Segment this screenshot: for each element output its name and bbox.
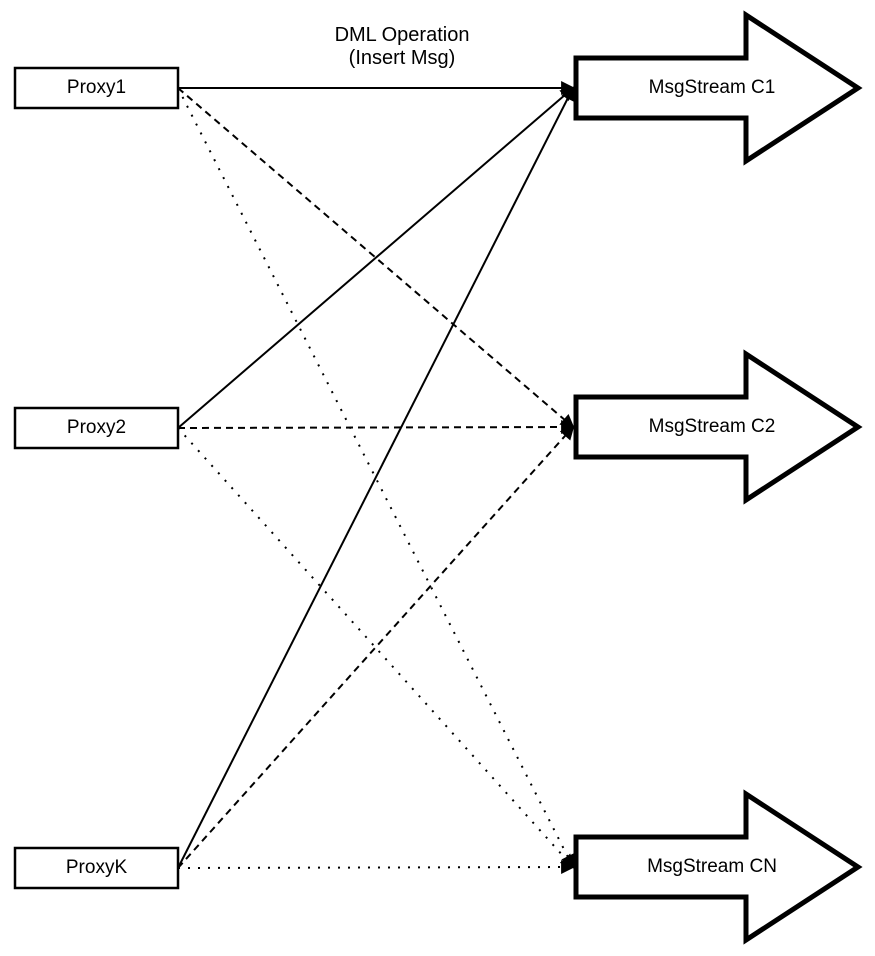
stream-arrow-cn <box>573 789 863 945</box>
proxy2-label: Proxy2 <box>66 417 127 438</box>
edge-proxy2-c2-dashed <box>177 420 576 435</box>
proxy-box-proxyk <box>13 846 180 890</box>
proxyk-label: ProxyK <box>65 857 128 878</box>
edge-proxyk-c2-dashed <box>177 425 575 869</box>
proxy1-label: Proxy1 <box>66 77 127 98</box>
stream-arrow-c1 <box>573 10 863 166</box>
edge-proxyk-c1-solid <box>177 86 574 869</box>
diagram-title: DML Operation (Insert Msg) <box>252 24 552 70</box>
stream-arrow-c2 <box>573 349 863 505</box>
title-line-2: (Insert Msg) <box>348 47 456 69</box>
title-line-1: DML Operation <box>334 24 470 46</box>
stream-c2-label: MsgStream C2 <box>648 416 776 437</box>
edge-proxyk-cn-dotted <box>177 860 576 875</box>
stream-cn-label: MsgStream CN <box>647 856 777 877</box>
proxy-box-proxy1 <box>13 66 180 110</box>
edge-proxy2-c1-solid <box>177 86 575 429</box>
stream-c1-label: MsgStream C1 <box>648 77 776 98</box>
edge-proxy1-c2-dashed <box>177 87 575 429</box>
proxy-box-proxy2 <box>13 406 180 450</box>
